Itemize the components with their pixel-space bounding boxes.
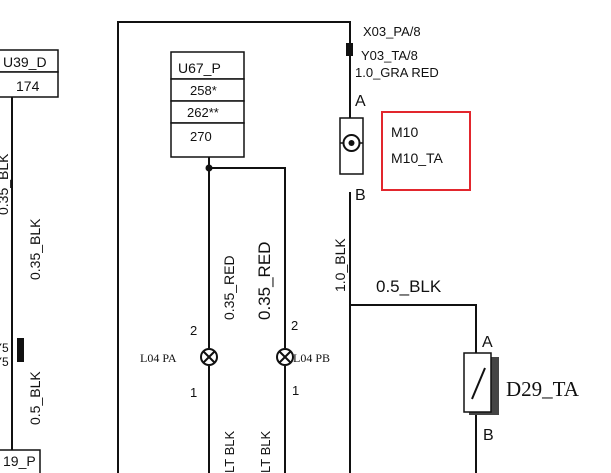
- bottom-wire-a-label: LT BLK: [222, 431, 237, 473]
- lamp-pb-label: L04 PB: [293, 351, 330, 365]
- lamp-pb: L04 PB 2 1: [276, 318, 330, 398]
- main-loop-wire: [117, 21, 351, 473]
- motor-pin-b: B: [355, 187, 366, 204]
- u67-name: U67_P: [178, 60, 221, 76]
- highlight-line-2: M10_TA: [391, 150, 444, 166]
- lamp-pa-pin-bottom: 1: [190, 385, 197, 400]
- left-splice: Y5 Y5: [0, 338, 24, 369]
- lamp-pa-label: L04 PA: [140, 351, 177, 365]
- highlight-box: [381, 111, 471, 191]
- x03-label: X03_PA/8: [363, 24, 421, 39]
- lamp-pa-pin-top: 2: [190, 323, 197, 338]
- lamp-pb-pin-top: 2: [291, 318, 298, 333]
- red-wire-b-label: 0.35_RED: [255, 242, 274, 320]
- left-splice-label-b: Y5: [0, 355, 9, 369]
- switch-pin-a: A: [482, 334, 493, 351]
- y03-splice-mark: [346, 43, 353, 56]
- left-splice-label-a: Y5: [0, 341, 9, 355]
- left-wire-label-lower: 0.5_BLK: [27, 371, 43, 425]
- u67-pin-2: 262**: [187, 105, 219, 120]
- u67-connector: U67_P 258* 262** 270: [170, 51, 245, 158]
- left-connector-name: U39_D: [3, 54, 47, 70]
- left-wire-label-cut: 0.35_BLK: [0, 153, 11, 215]
- branch-wire-label: 0.5_BLK: [376, 277, 442, 296]
- highlight-line-1: M10: [391, 124, 418, 140]
- u67-pin-1: 258*: [190, 83, 217, 98]
- motor-m10: A B: [339, 93, 366, 204]
- branch-to-switch-wire: [350, 304, 477, 354]
- left-connector-u39-d: U39_D 174: [0, 49, 59, 98]
- red-wire-b: [209, 167, 286, 348]
- bottom-wire-b-label: LT BLK: [258, 431, 273, 473]
- y03-label: Y03_TA/8: [361, 48, 418, 63]
- u67-pin-3: 270: [190, 129, 212, 144]
- left-wire-label-upper: 0.35_BLK: [27, 218, 43, 280]
- switch-d29-ta: A D29_TA B: [463, 334, 580, 444]
- lamp-pb-pin-bottom: 1: [292, 383, 299, 398]
- lamp-pa: L04 PA 2 1: [140, 323, 218, 400]
- left-connector-pin: 174: [16, 78, 40, 94]
- switch-contact-icon: [471, 367, 486, 400]
- left-bottom-connector-name: 19_P: [3, 453, 36, 469]
- red-wire-a-label: 0.35_RED: [221, 255, 237, 320]
- left-bottom-connector: 19_P: [0, 449, 41, 473]
- top-wire-label: 1.0_GRA RED: [355, 65, 439, 80]
- switch-pin-b: B: [483, 427, 494, 444]
- motor-pin-a: A: [355, 93, 366, 110]
- switch-name: D29_TA: [506, 377, 580, 401]
- vertical-wire-label: 1.0_BLK: [332, 238, 348, 292]
